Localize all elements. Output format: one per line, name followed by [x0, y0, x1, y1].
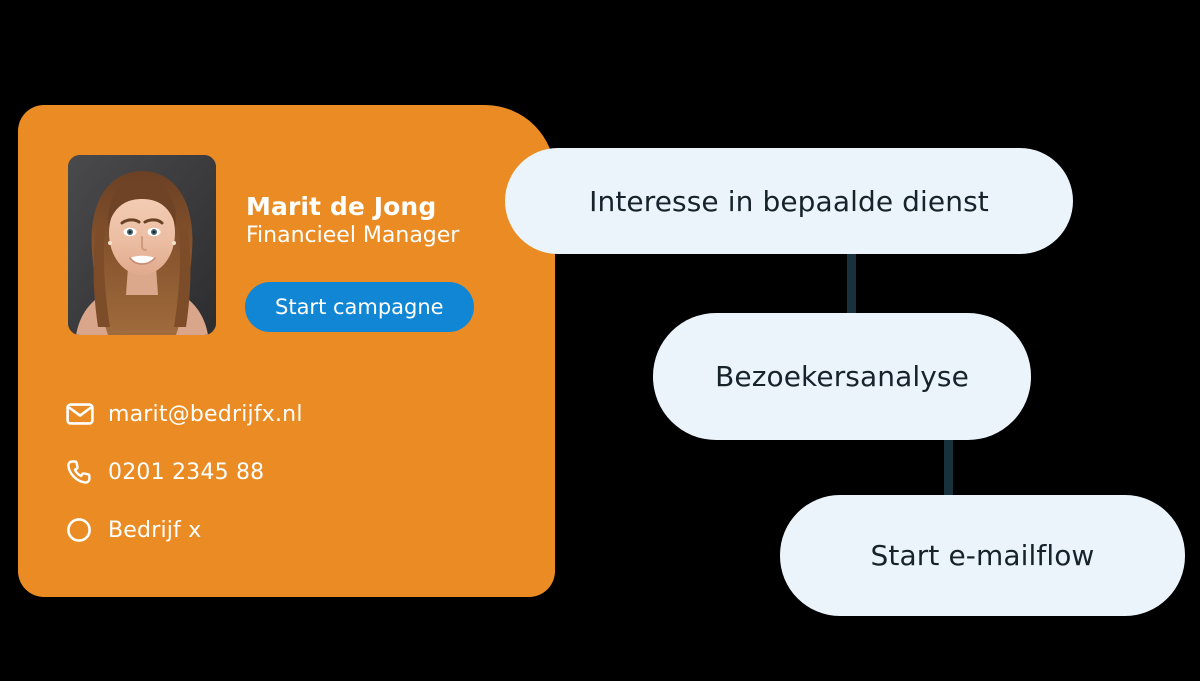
avatar: [68, 155, 216, 335]
circle-icon: [66, 517, 108, 543]
flow-step-label: Bezoekersanalyse: [715, 360, 969, 393]
flow-step-mailflow[interactable]: Start e-mailflow: [780, 495, 1185, 616]
flow-step-bezoekersanalyse[interactable]: Bezoekersanalyse: [653, 313, 1031, 440]
contact-details-list: marit@bedrijfx.nl 0201 2345 88 Bedrijf x: [66, 385, 526, 559]
contact-row-phone[interactable]: 0201 2345 88: [66, 443, 526, 501]
contact-email-text: marit@bedrijfx.nl: [108, 401, 303, 427]
contact-company-text: Bedrijf x: [108, 517, 202, 543]
person-role: Financieel Manager: [246, 222, 460, 248]
start-campaign-button[interactable]: Start campagne: [245, 282, 474, 332]
flow-step-label: Interesse in bepaalde dienst: [589, 184, 989, 218]
contact-card: Marit de Jong Financieel Manager Start c…: [18, 105, 555, 597]
contact-phone-text: 0201 2345 88: [108, 459, 265, 485]
flow-step-label: Start e-mailflow: [870, 539, 1095, 572]
contact-row-company[interactable]: Bedrijf x: [66, 501, 526, 559]
envelope-icon: [66, 403, 108, 425]
flow-connector-2: [944, 435, 953, 503]
flow-step-interesse[interactable]: Interesse in bepaalde dienst: [505, 148, 1073, 254]
contact-row-email[interactable]: marit@bedrijfx.nl: [66, 385, 526, 443]
identity-block: Marit de Jong Financieel Manager: [246, 192, 536, 249]
phone-icon: [66, 459, 108, 485]
person-name: Marit de Jong: [246, 192, 437, 221]
flow-connector-1: [847, 248, 856, 320]
